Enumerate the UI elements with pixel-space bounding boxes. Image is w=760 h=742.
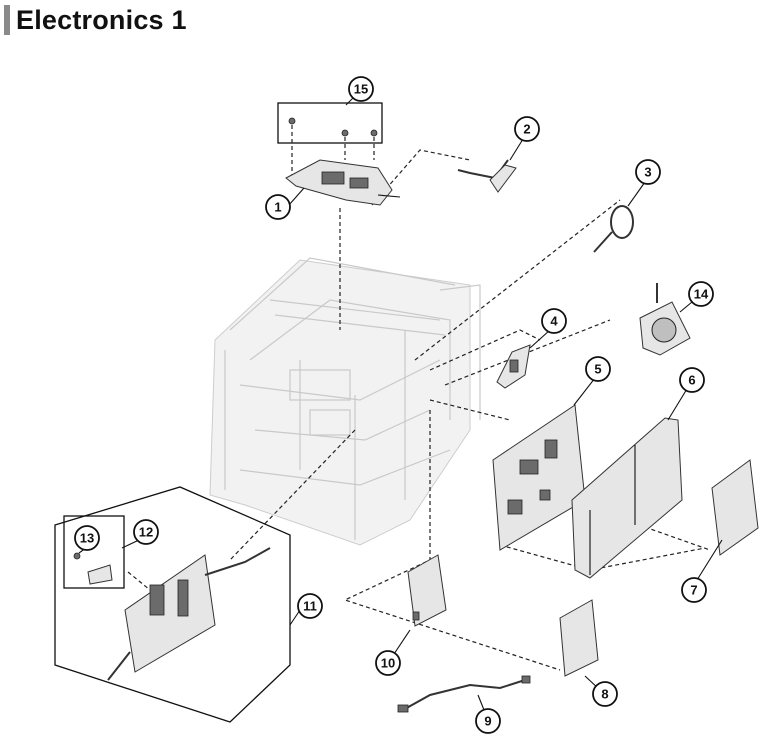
callout-8: 8 xyxy=(592,681,618,707)
callout-13: 13 xyxy=(74,525,100,551)
part-5-controller-board xyxy=(492,404,586,551)
screw-icon xyxy=(341,129,349,160)
callout-7: 7 xyxy=(681,577,707,603)
callout-label: 2 xyxy=(523,122,530,137)
callout-9: 9 xyxy=(475,708,501,734)
callout-label: 7 xyxy=(690,583,697,598)
callout-4: 4 xyxy=(541,308,567,334)
callout-label: 10 xyxy=(381,656,395,671)
callout-2: 2 xyxy=(514,116,540,142)
callout-label: 14 xyxy=(694,287,709,302)
callout-12: 12 xyxy=(133,519,159,545)
page-title-block: Electronics 1 xyxy=(4,2,187,38)
callout-6: 6 xyxy=(679,367,705,393)
part-9-cable xyxy=(397,675,531,713)
screw-icon xyxy=(370,129,378,160)
page-title: Electronics 1 xyxy=(16,4,187,35)
part-6-shield xyxy=(571,417,683,579)
screw-icon xyxy=(288,117,296,175)
callout-1: 1 xyxy=(265,194,291,220)
callout-5: 5 xyxy=(585,356,611,382)
part-14-fan xyxy=(639,283,691,356)
callout-label: 1 xyxy=(274,200,281,215)
callout-label: 13 xyxy=(80,531,94,546)
callout-label: 8 xyxy=(601,687,608,702)
callout-3: 3 xyxy=(635,159,661,185)
callout-label: 12 xyxy=(139,525,153,540)
part-11-box xyxy=(54,486,291,723)
part-1-bracket xyxy=(285,159,401,206)
part-10-board xyxy=(407,554,447,627)
part-15-screws-box xyxy=(277,102,383,175)
callout-label: 9 xyxy=(484,714,491,729)
part-8-plate xyxy=(559,599,599,677)
callout-label: 15 xyxy=(354,82,368,97)
callout-label: 5 xyxy=(594,362,601,377)
callout-10: 10 xyxy=(375,650,401,676)
part-4-board xyxy=(496,344,531,389)
part-3-cable-ring xyxy=(593,205,634,253)
part-2-sensor-cable xyxy=(457,159,517,193)
title-accent-bar xyxy=(4,5,10,35)
callout-15: 15 xyxy=(348,76,374,102)
printer-frame xyxy=(209,257,481,546)
part-12-13-box xyxy=(63,515,125,589)
callout-label: 11 xyxy=(303,599,317,614)
callout-label: 6 xyxy=(688,373,695,388)
part-7-cover xyxy=(711,459,759,556)
callout-label: 3 xyxy=(644,165,651,180)
callout-11: 11 xyxy=(297,593,323,619)
callout-14: 14 xyxy=(688,281,714,307)
callout-label: 4 xyxy=(550,314,558,329)
